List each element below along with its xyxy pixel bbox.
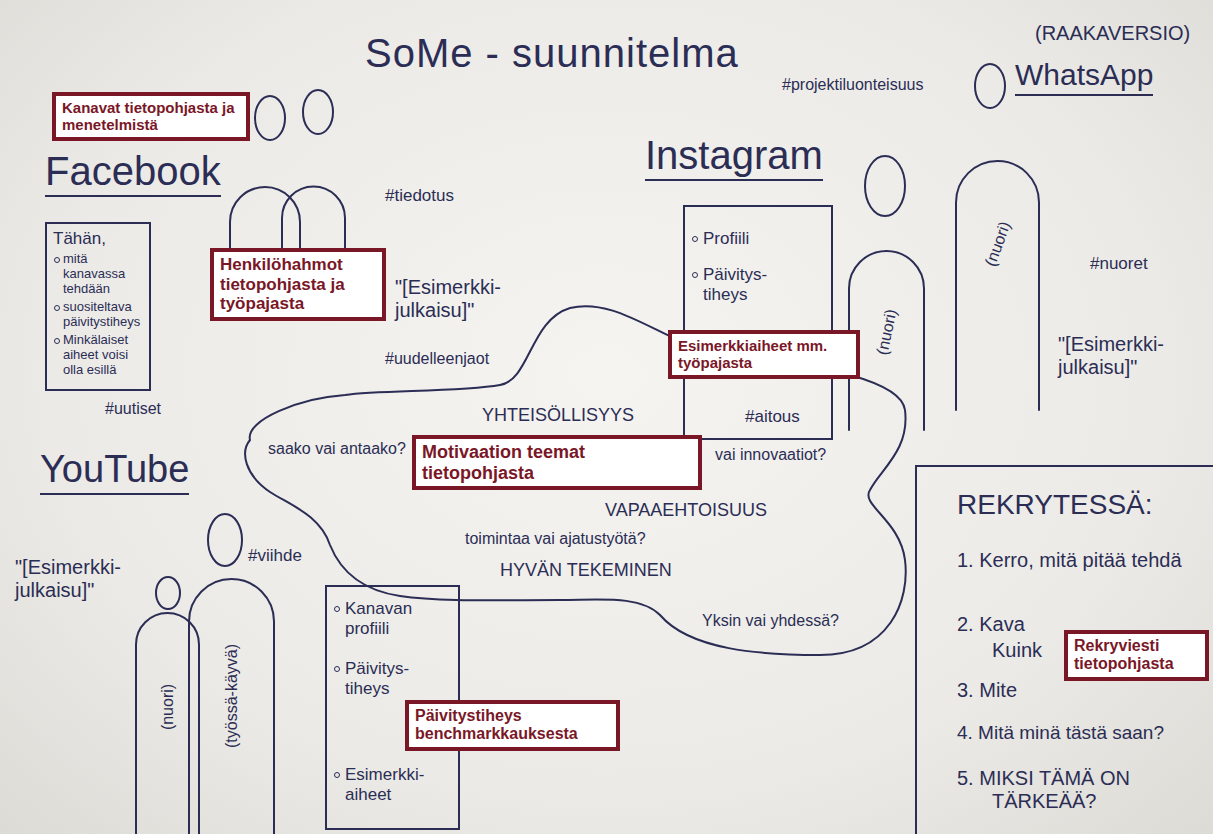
draft-note: (RAAKAVERSIO) — [1035, 22, 1190, 45]
source-note-box: Kanavat tietopohjasta ja menetelmistä — [52, 92, 250, 141]
box-text: #aitous — [745, 407, 800, 427]
checklist-item: 3. Mite — [957, 679, 1017, 702]
example-post: "[Esimerkki-julkaisu]" — [1058, 333, 1190, 379]
source-note-box: Henkilöhahmot tietopohjasta ja työpajast… — [210, 248, 386, 321]
channel-info-box: Tähän, mitä kanavassa tehdäänsuositeltava… — [45, 222, 151, 391]
person-head — [975, 64, 1005, 108]
hashtag: #nuoret — [1090, 254, 1148, 274]
hashtag: #tiedotus — [385, 186, 454, 206]
person-head — [208, 514, 242, 566]
persona-figure: (työssä-käyvä) — [188, 578, 275, 834]
person-head — [865, 156, 905, 216]
example-post: "[Esimerkki-julkaisu]" — [395, 276, 525, 322]
source-note: Henkilöhahmot tietopohjasta ja työpajast… — [220, 255, 376, 314]
motivation-theme: saako vai antaako? — [268, 440, 406, 458]
bullet-dot — [54, 257, 60, 263]
figure-label: (nuori) — [873, 308, 900, 357]
hashtag: #viihde — [248, 546, 302, 566]
bullet-dot — [54, 338, 60, 344]
checklist-item: 1. Kerro, mitä pitää tehdä — [957, 549, 1192, 572]
source-note-box: Päivitystiheys benchmarkkauksesta — [405, 700, 620, 751]
person-head — [303, 90, 333, 134]
channel-heading: Instagram — [645, 132, 823, 181]
source-note-box: Rekryviesti tietopohjasta — [1064, 630, 1209, 681]
person-head — [255, 96, 285, 140]
motivation-theme: vai innovaatiot? — [715, 446, 826, 464]
figure-label: (nuori) — [159, 684, 177, 730]
list-item: suositeltava päivitystiheys — [53, 300, 144, 330]
figure-label: (nuori) — [981, 219, 1014, 269]
box-heading: Tähän, — [53, 229, 144, 249]
list-text: suositeltava päivitystiheys — [63, 300, 144, 330]
motivation-theme: VAPAAEHTOISUUS — [605, 500, 767, 521]
list-text: mitä kanavassa tehdään — [63, 252, 144, 297]
motivation-theme: Yksin vai yhdessä? — [702, 612, 839, 630]
panel-heading: REKRYTESSÄ: — [957, 489, 1153, 521]
box-text: Kanavan profiili — [345, 599, 445, 640]
box-text: Päivitys-tiheys — [703, 265, 785, 306]
source-note: Kanavat tietopohjasta ja menetelmistä — [62, 99, 240, 134]
person-body — [955, 160, 1040, 410]
person-outline — [956, 161, 1039, 410]
box-text: Päivitys-tiheys — [345, 659, 445, 700]
hashtag: #uudelleenjaot — [385, 350, 489, 368]
bullet-dot — [334, 606, 340, 612]
persona-figure: (nuori) — [955, 160, 1040, 410]
motivation-theme: toimintaa vai ajatustyötä? — [465, 530, 646, 548]
hashtag: #projektiluonteisuus — [782, 76, 923, 94]
sketch-title: SoMe - suunnitelma — [365, 30, 739, 76]
persona-figure: (nuori) — [135, 612, 200, 834]
motivation-theme: HYVÄN TEKEMINEN — [500, 560, 672, 581]
list-item: Minkälaiset aiheet voisi olla esillä — [53, 333, 144, 378]
source-note: Päivitystiheys benchmarkkauksesta — [415, 707, 610, 744]
cloud-path — [245, 306, 906, 655]
checklist-item: Kuink — [992, 639, 1042, 662]
list-text: Minkälaiset aiheet voisi olla esillä — [63, 333, 144, 378]
source-note: Motivaation teemat tietopohjasta — [422, 442, 692, 483]
figure-label: (työssä-käyvä) — [223, 644, 241, 748]
box-text: Esimerkki-aiheet — [345, 765, 450, 806]
source-note-box: Motivaation teemat tietopohjasta — [412, 435, 702, 490]
bullet-dot — [54, 305, 60, 311]
channel-info-box: ProfiiliPäivitys-tiheys #aitous — [683, 205, 833, 440]
person-outline — [189, 579, 274, 834]
source-note-box: Esimerkkiaiheet mm. työpajasta — [668, 330, 860, 379]
example-post: "[Esimerkki-julkaisu]" — [15, 556, 145, 602]
channel-heading: YouTube — [40, 448, 189, 495]
box-text: Profiili — [703, 229, 823, 249]
bullet-dot — [692, 236, 698, 242]
checklist-item: 5. MIKSI TÄMÄ ON TÄRKEÄÄ? — [957, 767, 1137, 813]
person-outline — [849, 251, 924, 430]
source-note: Rekryviesti tietopohjasta — [1074, 637, 1199, 674]
bullet-dot — [692, 272, 698, 278]
list-item: mitä kanavassa tehdään — [53, 252, 144, 297]
hashtag: #uutiset — [105, 400, 161, 418]
source-note: Esimerkkiaiheet mm. työpajasta — [678, 337, 850, 372]
person-head — [156, 577, 180, 609]
bullet-dot — [334, 666, 340, 672]
bullet-dot — [334, 772, 340, 778]
motivation-theme: YHTEISÖLLISYYS — [482, 405, 634, 426]
channel-heading: Facebook — [45, 148, 221, 197]
channel-heading: WhatsApp — [1015, 58, 1153, 96]
recruiting-panel: REKRYTESSÄ: 1. Kerro, mitä pitää tehdä 2. … — [915, 465, 1213, 834]
checklist-item: 4. Mitä minä tästä saan? — [957, 722, 1212, 744]
checklist-item: 2. Kava — [957, 613, 1025, 636]
